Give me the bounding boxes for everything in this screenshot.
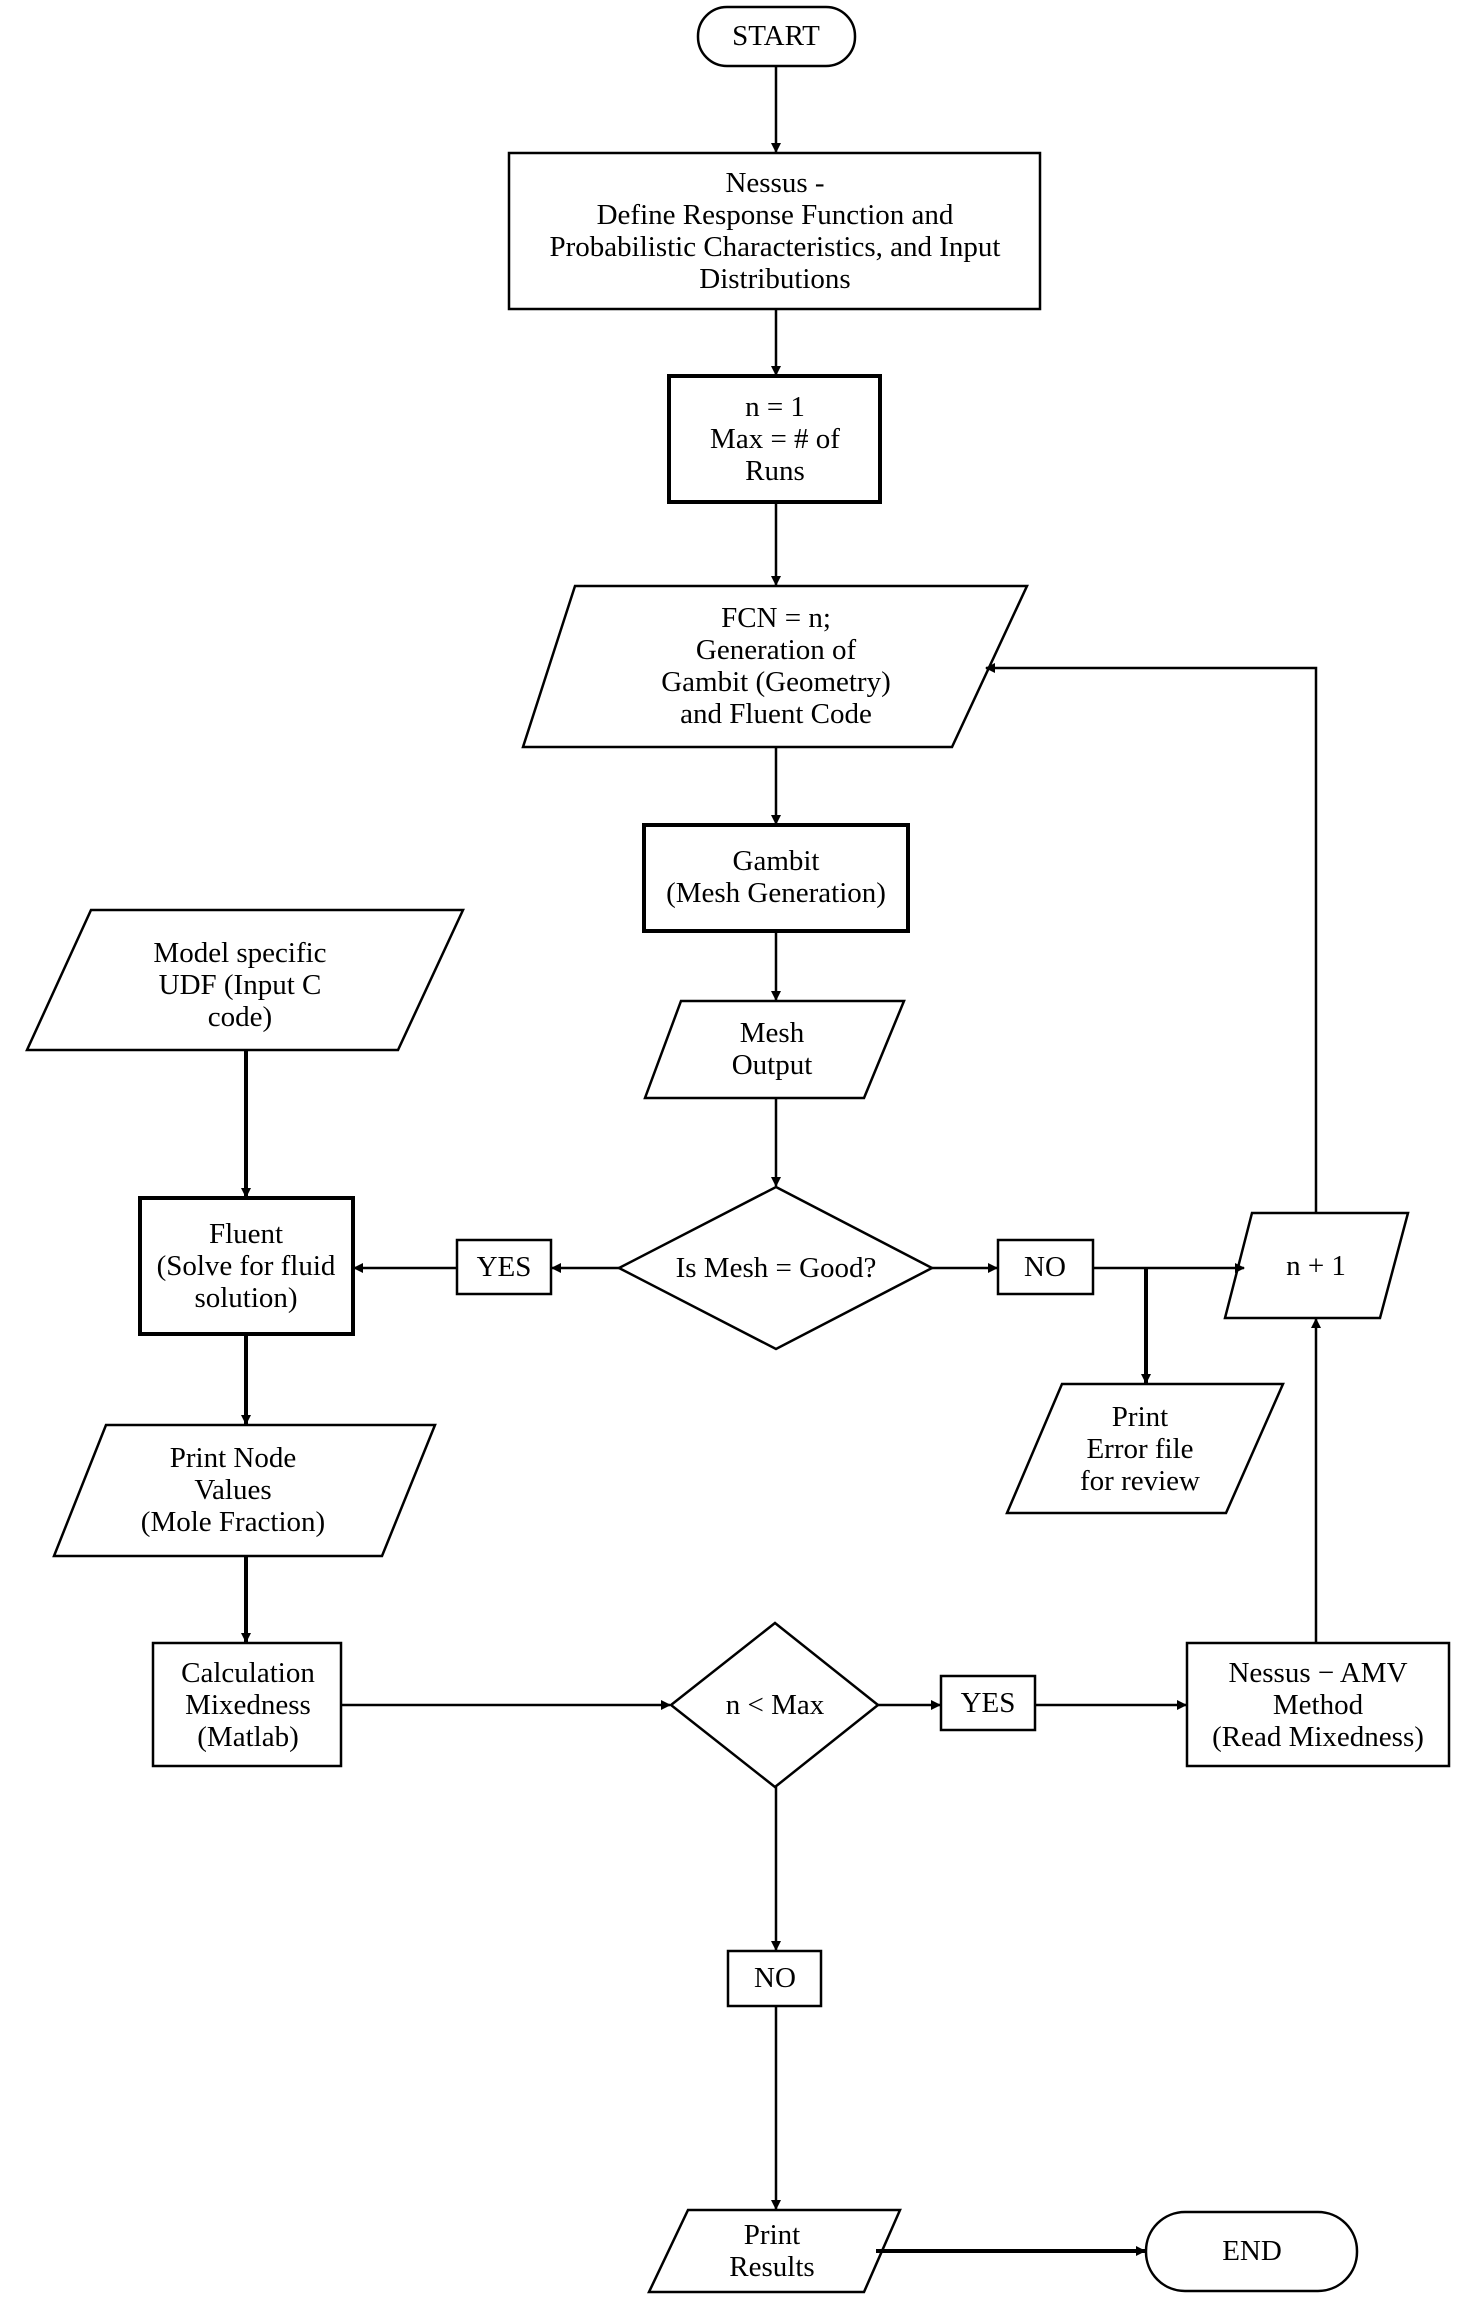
label-line: YES: [961, 1687, 1016, 1719]
mesh-no-label: NO: [1024, 1251, 1066, 1283]
n-plus-1-label: n + 1: [1286, 1250, 1346, 1282]
label-line: Values: [194, 1474, 271, 1506]
end-terminal: END: [1144, 2210, 1359, 2293]
label-line: n = 1: [745, 391, 805, 423]
label-line: Method: [1273, 1689, 1364, 1721]
label-line: Model specific: [153, 937, 326, 969]
start-label: START: [732, 20, 820, 52]
label-line: (Read Mixedness): [1212, 1721, 1424, 1753]
label-line: Print Node: [170, 1442, 296, 1474]
mesh-decision-label: Is Mesh = Good?: [676, 1252, 877, 1284]
label-line: Runs: [745, 455, 805, 487]
label-line: Distributions: [699, 263, 850, 295]
mesh-decision-diamond: Is Mesh = Good?: [616, 1185, 935, 1351]
label-line: END: [1222, 2235, 1282, 2267]
start-terminal: START: [696, 5, 857, 68]
mesh-no-box: NO: [996, 1238, 1095, 1296]
label-line: NO: [1024, 1251, 1066, 1283]
label-line: for review: [1080, 1465, 1200, 1497]
label-line: (Mole Fraction): [141, 1506, 325, 1538]
max-yes-box: YES: [939, 1674, 1037, 1732]
label-line: Output: [732, 1049, 813, 1081]
mesh-yes-label: YES: [477, 1251, 532, 1283]
label-line: YES: [477, 1251, 532, 1283]
label-line: NO: [754, 1962, 796, 1994]
label-line: Print: [1112, 1401, 1168, 1433]
label-line: solution): [194, 1282, 297, 1314]
end-label: END: [1222, 2235, 1282, 2267]
label-line: Fluent: [209, 1218, 283, 1250]
label-line: FCN = n;: [721, 602, 831, 634]
label-line: Mixedness: [185, 1689, 311, 1721]
max-decision-diamond: n < Max: [668, 1621, 881, 1789]
max-no-label: NO: [754, 1962, 796, 1994]
label-line: n < Max: [726, 1689, 825, 1721]
label-line: Nessus − AMV: [1228, 1657, 1407, 1689]
max-yes-label: YES: [961, 1687, 1016, 1719]
label-line: Max = # of: [710, 423, 840, 455]
max-decision-label: n < Max: [726, 1689, 825, 1721]
label-line: n + 1: [1286, 1250, 1346, 1282]
label-line: (Matlab): [197, 1721, 298, 1753]
gambit-label: Gambit(Mesh Generation): [666, 845, 886, 909]
n-plus-1-parallelogram: n + 1: [1223, 1211, 1410, 1320]
label-line: (Mesh Generation): [666, 877, 886, 909]
label-line: Calculation: [181, 1657, 315, 1689]
label-line: Generation of: [696, 634, 857, 666]
label-line: UDF (Input C: [159, 969, 322, 1001]
label-line: START: [732, 20, 820, 52]
max-no-box: NO: [726, 1949, 823, 2008]
label-line: Gambit (Geometry): [661, 666, 891, 698]
label-line: Is Mesh = Good?: [676, 1252, 877, 1284]
arrow-n-plus-1-to-fcn: [985, 663, 1318, 1213]
label-line: Error file: [1086, 1433, 1193, 1465]
label-line: Nessus -: [725, 167, 824, 199]
gambit-box: Gambit(Mesh Generation): [642, 823, 910, 933]
label-line: Print: [744, 2219, 800, 2251]
mesh-yes-box: YES: [455, 1238, 553, 1296]
label-line: Mesh: [740, 1017, 805, 1049]
label-line: Define Response Function and: [597, 199, 954, 231]
label-line: Probabilistic Characteristics, and Input: [549, 231, 1000, 263]
label-line: code): [208, 1001, 272, 1033]
label-line: (Solve for fluid: [157, 1250, 336, 1282]
label-line: and Fluent Code: [680, 698, 872, 730]
label-line: Results: [729, 2251, 814, 2283]
label-line: Gambit: [733, 845, 820, 877]
